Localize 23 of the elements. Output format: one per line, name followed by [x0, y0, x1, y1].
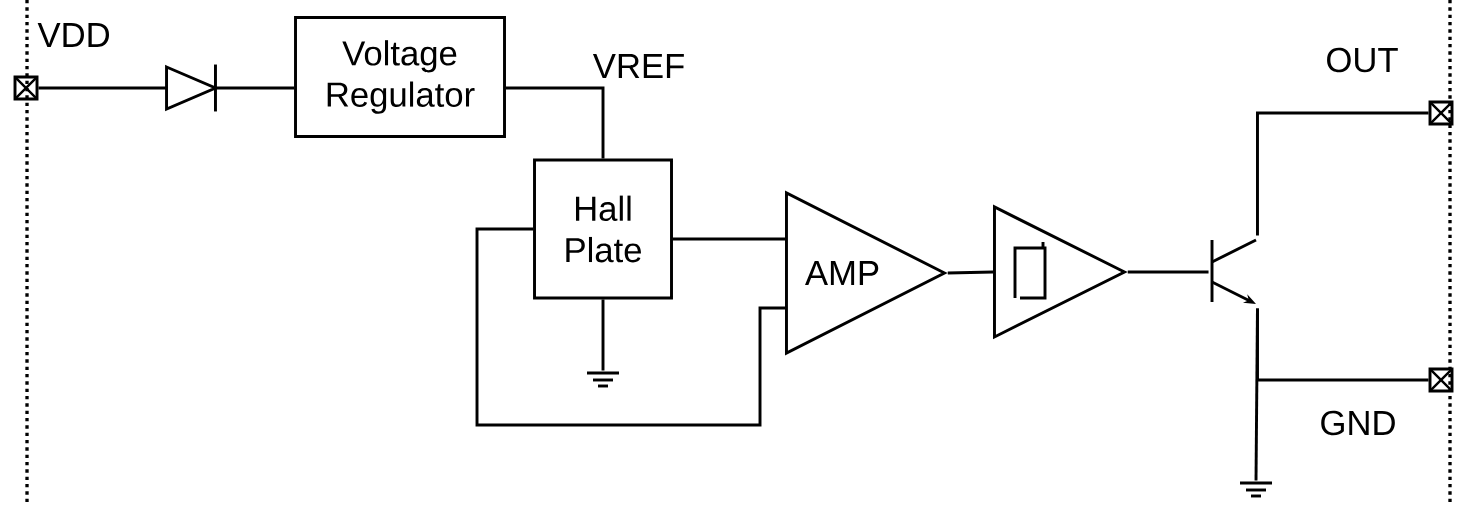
wire	[1256, 111, 1429, 236]
pin-terminal	[1428, 367, 1454, 393]
edge-label: VREF	[591, 52, 687, 80]
pin-terminal	[13, 75, 39, 101]
wire	[38, 86, 167, 90]
ground-symbol	[587, 371, 619, 388]
block-box: Voltage Regulator	[294, 16, 506, 138]
pin-label: OUT	[1327, 47, 1398, 73]
wire	[601, 299, 605, 371]
wire	[506, 86, 605, 159]
diode-symbol	[165, 64, 220, 112]
pin-terminal	[1428, 100, 1454, 126]
wire	[1127, 270, 1209, 274]
pin-label: VDD	[37, 23, 109, 47]
block-box: Hall Plate	[533, 158, 673, 300]
pin-label: GND	[1321, 410, 1395, 436]
transistor-symbol	[1210, 238, 1257, 304]
wire	[947, 270, 994, 275]
ground-symbol	[1240, 481, 1272, 498]
wire	[475, 227, 785, 427]
wire	[673, 237, 785, 241]
wire	[1254, 308, 1259, 481]
wire	[215, 86, 295, 90]
